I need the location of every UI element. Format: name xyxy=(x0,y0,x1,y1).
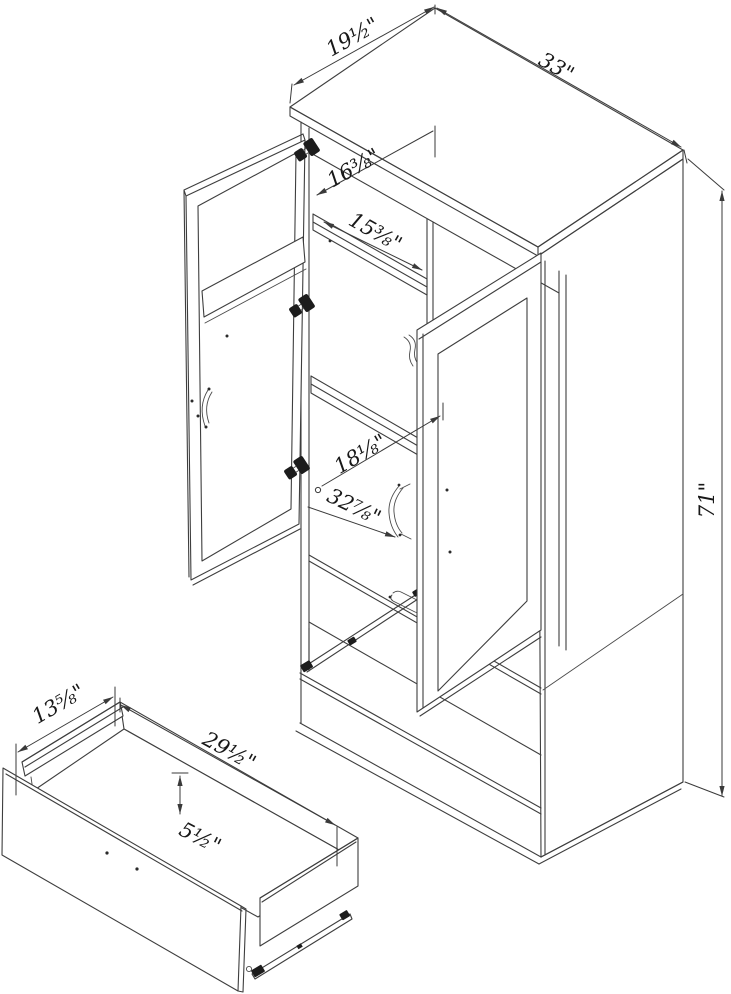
right-door-face xyxy=(416,252,542,713)
dim-label-drawer-depth: 13⅝" xyxy=(28,679,89,728)
left-door xyxy=(183,133,307,586)
left-door-handle xyxy=(201,387,213,429)
left-door-face xyxy=(185,139,306,581)
dim-height: 71" xyxy=(684,158,725,798)
hinge-top xyxy=(294,138,320,162)
lower-shelf xyxy=(310,375,426,460)
dim-label-height: 71" xyxy=(695,482,719,518)
hinges xyxy=(284,138,320,480)
hinge-middle xyxy=(289,294,315,318)
hinge-bottom xyxy=(284,456,310,480)
left-door-inner-frame xyxy=(197,152,297,562)
drawer-slide-rail xyxy=(245,910,353,980)
right-stile xyxy=(558,270,567,651)
slot-slide-rail xyxy=(303,591,422,673)
base-panel xyxy=(295,672,542,865)
right-door xyxy=(388,252,542,717)
drawer-assembly xyxy=(1,701,359,993)
door-mounted-rack xyxy=(201,236,306,318)
right-side-panel xyxy=(537,158,684,858)
right-door-inner-frame xyxy=(437,297,528,692)
right-door-handle xyxy=(388,483,412,540)
clothes-rod-bracket xyxy=(403,334,419,367)
